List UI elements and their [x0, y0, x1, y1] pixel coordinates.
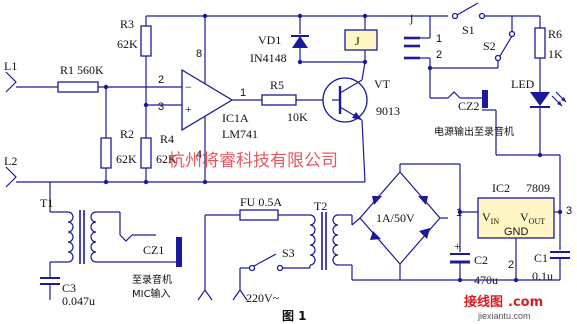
- resistor-r5-value: 10K: [287, 110, 308, 124]
- fuse-label: FU 0.5A: [240, 195, 282, 209]
- switch-s2-label: S2: [483, 39, 496, 53]
- socket-cz1-note2: MIC输入: [132, 287, 171, 300]
- terminal-l1-label: L1: [4, 59, 17, 73]
- resistor-r1-label: R1 560K: [60, 63, 104, 77]
- socket-cz1-note1: 至录音机: [132, 273, 172, 286]
- opamp-part: LM741: [222, 127, 258, 141]
- resistor-r6-label: R6: [548, 27, 562, 41]
- regulator-part: 7809: [526, 181, 550, 195]
- bridge-label: 1A/50V: [376, 211, 415, 225]
- diode-vd1: VD1 IN4148: [250, 33, 309, 65]
- opamp-plus-sign: +: [185, 102, 192, 116]
- transformer-t1: [67, 210, 97, 264]
- transistor-name: VT: [374, 77, 391, 91]
- transformer-t2-label: T2: [314, 199, 327, 213]
- resistor-r3-value: 62K: [117, 37, 138, 51]
- socket-cz1-plug: [176, 237, 182, 267]
- led-indicator: LED: [511, 77, 567, 108]
- resistor-r4: [140, 137, 152, 169]
- resistor-r6: [534, 27, 546, 59]
- logo-cn: 接线图: [464, 294, 503, 310]
- switch-s2[interactable]: S2: [430, 30, 516, 69]
- capacitor-c2-label: C2: [474, 253, 488, 267]
- regulator-pin1: 1: [456, 207, 462, 219]
- socket-cz2[interactable]: CZ2: [447, 90, 497, 155]
- diode-part: IN4148: [250, 51, 287, 65]
- fuse-fu: [239, 209, 279, 221]
- socket-cz2-label: CZ2: [458, 99, 479, 113]
- resistor-r5: [261, 94, 297, 106]
- logo-url: jiexiantu.com: [477, 311, 531, 321]
- regulator-vin: VIN: [482, 210, 499, 226]
- opamp-pin8: 8: [196, 48, 202, 60]
- resistor-r6-value: 1K: [548, 47, 563, 61]
- resistor-r4-label: R4: [160, 132, 174, 146]
- watermark-text: 杭州将睿科技有限公司: [168, 151, 338, 171]
- relay-coil-j: [344, 29, 378, 51]
- resistor-r3: [140, 25, 152, 57]
- regulator-pin3: 3: [566, 205, 572, 217]
- terminal-l2-label: L2: [4, 154, 17, 168]
- transistor-part: 9013: [376, 104, 400, 118]
- switch-s1-label: S1: [462, 23, 475, 37]
- regulator-name: IC2: [492, 181, 510, 195]
- mains-label: 220V~: [246, 291, 280, 305]
- regulator-ic2: VIN VOUT GND: [477, 197, 555, 239]
- transformer-t2: [309, 212, 339, 270]
- regulator-pin2: 2: [508, 259, 514, 271]
- capacitor-c3-label: C3: [62, 281, 76, 295]
- socket-cz2-note: 电源输出至录音机: [434, 125, 514, 138]
- relay-contact-label: j: [409, 11, 413, 25]
- opamp-minus-sign: −: [185, 80, 192, 94]
- svg-text:+: +: [454, 239, 461, 253]
- switch-s1[interactable]: S1: [451, 2, 486, 37]
- diode-name: VD1: [258, 33, 281, 47]
- opamp-pin2: 2: [158, 74, 164, 86]
- figure-caption: 图 1: [282, 309, 307, 323]
- resistor-r2: [100, 137, 112, 169]
- socket-cz2-plug: [482, 90, 488, 108]
- relay-pin1: 1: [436, 33, 442, 45]
- resistor-r1: [57, 81, 99, 93]
- led-label: LED: [511, 77, 535, 91]
- regulator-vout: VOUT: [520, 210, 545, 226]
- relay-coil-label: J: [355, 34, 360, 48]
- resistor-r4-value: 62K: [156, 152, 177, 166]
- socket-cz1[interactable]: CZ1: [119, 234, 182, 267]
- capacitor-c3-value: 0.047u: [62, 294, 95, 308]
- capacitor-c1-label: C1: [534, 251, 548, 265]
- logo-com: .com: [508, 295, 543, 310]
- opamp-pin4: 4: [196, 149, 202, 161]
- resistor-r2-value: 62K: [116, 152, 137, 166]
- relay-contact-j: 1 2: [404, 33, 442, 61]
- opamp-pin1: 1: [240, 87, 246, 99]
- terminal-l2: L2: [4, 154, 17, 188]
- resistor-r5-label: R5: [270, 78, 284, 92]
- resistor-r2-label: R2: [120, 127, 134, 141]
- regulator-gnd: GND: [504, 226, 529, 238]
- transformer-t1-label: T1: [40, 196, 53, 210]
- opamp-pin3: 3: [158, 101, 164, 113]
- capacitor-c3: C3 0.047u: [40, 277, 95, 308]
- opamp-ic1a: 2 3 − + 8 4 IC1A LM741 1: [158, 16, 258, 182]
- switch-s3[interactable]: S3: [240, 246, 295, 272]
- capacitor-c1-value: 0.1u: [532, 269, 553, 283]
- resistor-r3-label: R3: [120, 17, 134, 31]
- opamp-name: IC1A: [222, 111, 249, 125]
- terminal-l1: L1: [4, 59, 17, 93]
- relay-pin2: 2: [436, 49, 442, 61]
- capacitor-c2: + C2 470u: [450, 212, 498, 287]
- switch-s3-label: S3: [282, 246, 295, 260]
- socket-cz1-label: CZ1: [143, 243, 164, 257]
- transistor-vt: VT 9013: [322, 61, 400, 183]
- site-logo: 接线图 .com jiexiantu.com: [464, 294, 543, 321]
- bridge-rectifier: 1A/50V: [359, 171, 441, 265]
